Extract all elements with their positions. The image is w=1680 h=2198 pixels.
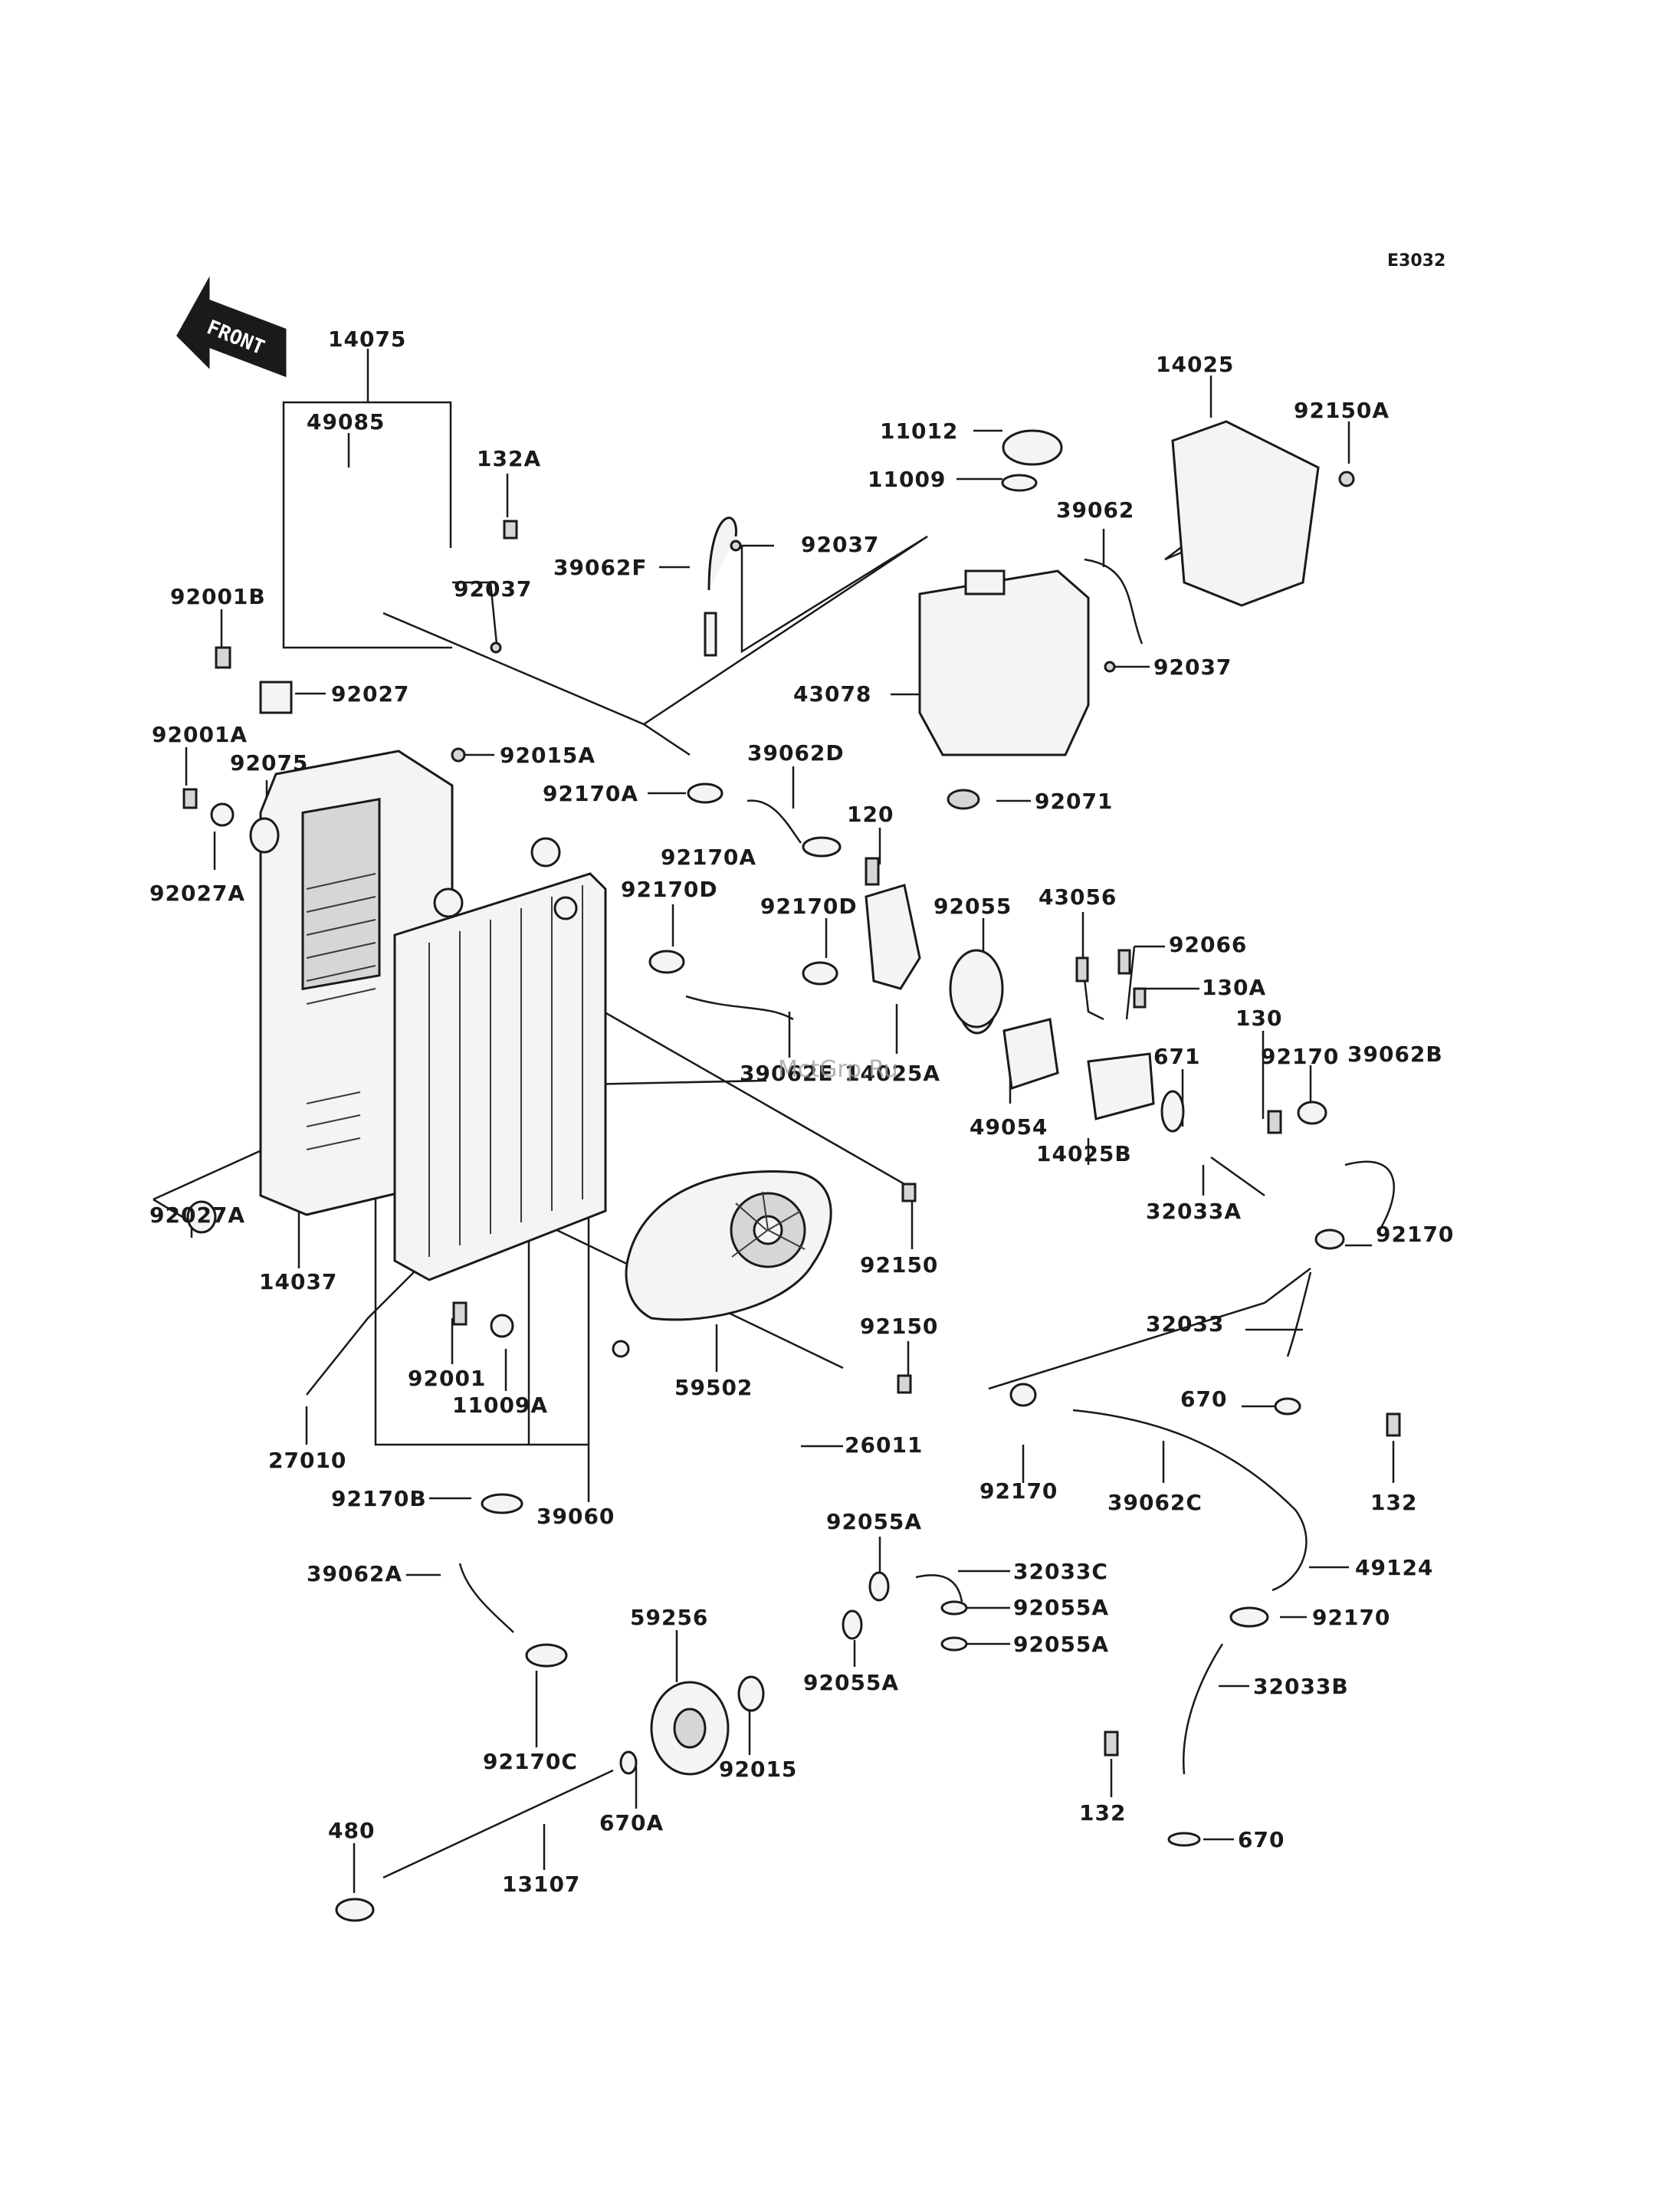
part-label: 92015A <box>500 743 596 768</box>
part-label: 120 <box>847 802 894 827</box>
part-label: 670 <box>1238 1827 1285 1852</box>
part-label: 92037 <box>801 532 879 557</box>
part-label: 49085 <box>307 409 385 435</box>
part-label: 39062D <box>747 740 845 766</box>
part-label: 92170D <box>760 894 858 919</box>
part-label: 49054 <box>970 1114 1048 1140</box>
part-label: 26011 <box>845 1432 923 1458</box>
part-label: 59256 <box>630 1605 708 1630</box>
part-label: 92001A <box>152 722 248 747</box>
part-label: 32033B <box>1253 1674 1349 1699</box>
part-label: 39060 <box>536 1504 615 1529</box>
part-labels: 14075 49085 132A 92037 39062F 92001B 920… <box>149 326 1454 1897</box>
part-label: 14025B <box>1036 1141 1132 1166</box>
part-label: 92001 <box>408 1366 486 1391</box>
part-label: 39062B <box>1347 1042 1443 1067</box>
part-label: 670 <box>1180 1386 1227 1412</box>
part-label: 130A <box>1202 975 1266 1000</box>
part-label: 92066 <box>1169 932 1247 957</box>
part-label: 130 <box>1235 1006 1282 1031</box>
small-fittings <box>182 520 1401 1847</box>
part-label: 92170D <box>621 877 718 902</box>
part-label: 92170A <box>661 845 756 870</box>
part-label: 92055A <box>1013 1595 1109 1620</box>
part-label: 92055A <box>1013 1632 1109 1657</box>
part-label: 92170 <box>1261 1044 1339 1069</box>
part-label: 92170B <box>331 1486 427 1511</box>
part-label: 14075 <box>328 326 406 352</box>
part-label: 670A <box>599 1810 664 1835</box>
part-label: 11009 <box>868 467 946 492</box>
part-label: 39062 <box>1056 497 1134 523</box>
part-label: 11009A <box>452 1393 548 1418</box>
part-label: 92027A <box>149 881 245 906</box>
part-label: 480 <box>328 1818 375 1843</box>
part-label: 14025 <box>1156 352 1234 377</box>
fan-assembly <box>612 1170 832 1358</box>
part-label: 59502 <box>674 1375 753 1400</box>
part-label: 92150 <box>860 1314 938 1339</box>
part-label: 11012 <box>880 418 958 444</box>
part-label: 92170 <box>1312 1605 1390 1630</box>
part-label: 92170 <box>979 1478 1058 1504</box>
leader-lines <box>153 349 1395 1893</box>
radiator-assembly <box>259 750 607 1281</box>
part-label: 27010 <box>268 1448 346 1473</box>
reservoir-tank <box>918 429 1090 810</box>
part-label: 92027 <box>331 681 409 707</box>
part-label: 14037 <box>259 1269 337 1294</box>
part-label: 92001B <box>170 584 266 609</box>
part-label: 92037 <box>1153 654 1232 680</box>
part-label: 92027A <box>149 1202 245 1228</box>
part-label: 39062F <box>553 555 648 580</box>
part-label: 92015 <box>719 1757 797 1782</box>
part-label: 43056 <box>1039 884 1117 910</box>
part-label: 43078 <box>793 681 871 707</box>
part-label: 32033 <box>1146 1311 1224 1337</box>
part-label: 13107 <box>502 1872 580 1897</box>
tank-bracket <box>1171 420 1355 607</box>
watermark: MctGrp.Ru <box>778 1056 898 1083</box>
part-label: 92170 <box>1376 1222 1454 1247</box>
part-label: 671 <box>1153 1044 1200 1069</box>
part-label: 132A <box>477 446 541 471</box>
hoses <box>382 517 1395 1879</box>
part-label: 92055A <box>803 1670 899 1695</box>
part-label: 132 <box>1079 1800 1126 1826</box>
part-label: 92055 <box>934 894 1012 919</box>
front-arrow-icon: FRONT <box>176 276 287 378</box>
part-label: 32033C <box>1013 1559 1108 1584</box>
diagram-code: E3032 <box>1387 251 1445 271</box>
part-label: 92055A <box>826 1509 922 1534</box>
part-label: 49124 <box>1355 1555 1433 1580</box>
part-label: 14025A <box>845 1061 940 1086</box>
thermostat-housing <box>865 884 1185 1133</box>
part-label: 39062A <box>307 1561 402 1586</box>
part-label: 39062E <box>740 1061 834 1086</box>
part-label: 92150 <box>860 1252 938 1278</box>
part-label: 92150A <box>1294 398 1390 423</box>
part-label: 32033A <box>1146 1199 1242 1224</box>
part-label: 92037 <box>454 576 532 602</box>
part-label: 92071 <box>1035 789 1113 814</box>
water-pump <box>335 1675 765 1922</box>
part-label: 39062C <box>1107 1490 1203 1515</box>
part-label: 132 <box>1370 1490 1417 1515</box>
part-label: 92170A <box>543 781 638 806</box>
part-label: 92170C <box>483 1749 578 1774</box>
part-label: 92075 <box>230 750 308 776</box>
